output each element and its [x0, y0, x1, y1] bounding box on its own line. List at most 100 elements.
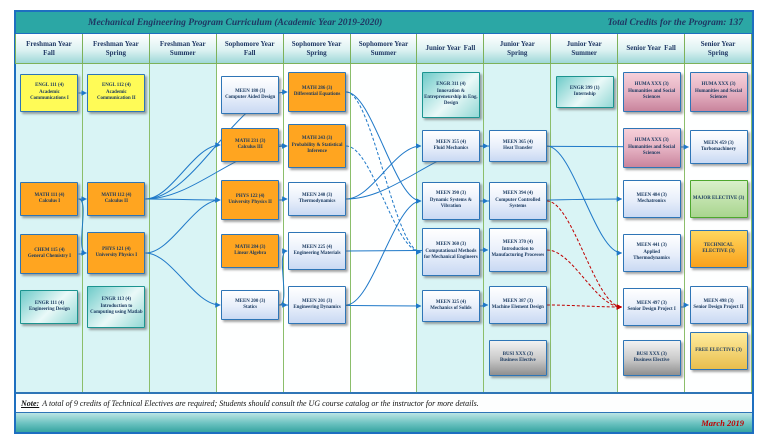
course-box-meen360: MEEN 360 (3)Computational Methods for Me…	[421, 228, 480, 276]
course-box-engl112: ENGL 112 (4)Academic Communication II	[87, 74, 146, 112]
column-term-label: Fall	[43, 48, 55, 57]
column-term-label: Fall	[664, 44, 676, 53]
course-box-techelec: TECHNICAL ELECTIVE (3)	[689, 230, 748, 268]
course-box-meen325: MEEN 325 (4)Mechanics of Solids	[421, 290, 480, 322]
course-box-meen484: MEEN 484 (3)Mechatronics	[622, 180, 681, 218]
course-title: Academic Communication II	[96, 89, 136, 102]
course-code: MEEN 200 (3)	[235, 298, 266, 304]
course-title: Academic Communications I	[30, 89, 69, 102]
course-code: MEEN 355 (4)	[435, 139, 466, 145]
prereq-arrow-math286-to-meen390	[346, 91, 422, 204]
course-code: PHYS 122 (4)	[235, 193, 265, 199]
course-box-meen240: MEEN 240 (3)Thermodynamics	[288, 182, 347, 216]
course-box-engl111: ENGL 111 (4)Academic Communications I	[20, 74, 79, 112]
course-title: TECHNICAL ELECTIVE (3)	[702, 242, 735, 254]
course-box-huma3: HUMA XXX (3)Humanities and Social Scienc…	[689, 72, 748, 112]
course-code: PHYS 121 (4)	[102, 246, 131, 252]
title-bar: Mechanical Engineering Program Curriculu…	[16, 12, 752, 34]
course-title: Heat Transfer	[503, 146, 533, 151]
course-code: MEEN 484 (3)	[636, 192, 667, 198]
column-year-label: Senior Year	[626, 44, 662, 53]
course-box-busi1: BUSI XXX (3)Business Elective	[488, 340, 547, 376]
course-code: MEEN 498 (3)	[703, 298, 734, 304]
course-title: FREE ELECTIVE (3)	[695, 347, 742, 353]
course-code: MEEN 394 (4)	[502, 191, 533, 197]
course-title: Introduction to Manufacturing Processes	[491, 246, 545, 259]
course-code: ENGL 112 (4)	[101, 83, 131, 89]
term-column-4	[283, 64, 351, 392]
column-term-label: Summer	[370, 48, 397, 57]
column-term-label: Spring	[105, 48, 126, 57]
term-column-3	[216, 64, 284, 392]
course-title: Business Elective	[633, 358, 670, 363]
course-title: Business Elective	[499, 358, 536, 363]
column-term-label: Summer	[169, 48, 196, 57]
prereq-arrow-math111-to-phys121	[78, 198, 87, 256]
course-title: Turbomachinery	[700, 147, 737, 152]
course-box-busi2: BUSI XXX (3)Business Elective	[622, 340, 681, 376]
course-box-meen497: MEEN 497 (3)Senior Design Project I	[622, 288, 681, 326]
column-year-label: Sophomore Year	[224, 39, 275, 48]
course-title: Statics	[243, 305, 258, 310]
course-code: MATH 243 (3)	[301, 136, 333, 142]
course-box-meen498: MEEN 498 (3)Senior Design Project II	[689, 286, 748, 324]
course-title: Senior Design Project II	[693, 305, 744, 310]
prereq-arrow-math112-to-math231	[145, 142, 221, 200]
course-code: MEEN 201 (3)	[302, 298, 333, 304]
course-title: Thermodynamics	[298, 199, 336, 204]
course-box-math243: MATH 243 (3)Probability & Statistical In…	[288, 124, 347, 168]
course-box-chem115: CHEM 115 (4)General Chemistry I	[20, 234, 79, 274]
curriculum-table: Mechanical Engineering Program Curriculu…	[14, 10, 754, 434]
prereq-arrow-meen387-to-meen497	[546, 304, 623, 310]
column-year-label: Freshman Year	[93, 39, 139, 48]
course-title: Humanities and Social Sciences	[695, 88, 743, 101]
course-code: HUMA XXX (3)	[634, 138, 669, 144]
column-year-label: Junior Year	[566, 39, 602, 48]
course-code: HUMA XXX (3)	[634, 82, 669, 88]
course-box-freeelec: FREE ELECTIVE (3)	[689, 332, 748, 370]
column-term-label: Spring	[707, 48, 729, 57]
course-box-meen365: MEEN 365 (4)Heat Transfer	[488, 130, 547, 162]
course-box-meen459: MEEN 459 (3)Turbomachinery	[689, 130, 748, 164]
course-code: MEEN 497 (3)	[636, 300, 667, 306]
term-column-8	[551, 64, 619, 392]
course-title: Differential Equations	[293, 92, 341, 97]
course-title: Calculus I	[38, 199, 61, 204]
course-box-engr399: ENGR 399 (1)Internship	[555, 76, 614, 108]
course-code: BUSI XXX (3)	[502, 351, 533, 357]
prereq-arrow-math231-to-math243	[279, 143, 288, 149]
course-box-meen355: MEEN 355 (4)Fluid Mechanics	[421, 130, 480, 162]
total-credits-label: Total Credits for the Program: 137	[607, 17, 743, 28]
course-title: Dynamic Systems & Vibration	[429, 197, 472, 210]
column-term-label: Fall	[463, 44, 476, 53]
course-box-engr113: ENGR 113 (4)Introduction to Computing us…	[87, 286, 146, 328]
course-box-math231: MATH 231 (3)Calculus III	[221, 128, 280, 162]
column-term-label: Spring	[507, 48, 528, 57]
course-title: Probability & Statistical Inference	[291, 142, 343, 155]
course-title: Computer Controlled Systems	[495, 197, 541, 210]
course-title: Senior Design Project I	[627, 307, 676, 312]
column-year-label: Freshman Year	[159, 39, 206, 48]
prereq-arrow-phys121-to-phys122	[145, 197, 221, 254]
course-title: General Chemistry I	[27, 254, 72, 259]
revision-date: March 2019	[701, 417, 744, 428]
course-title: Engineering Dynamics	[293, 305, 341, 310]
course-box-engr111: ENGR 111 (4)Engineering Design	[20, 290, 79, 324]
column-year-label: Senior Year	[700, 39, 736, 48]
column-year-label: Junior Year	[425, 44, 461, 53]
course-code: MEEN 325 (4)	[435, 299, 466, 305]
course-box-meen387: MEEN 387 (3)Machine Element Design	[488, 286, 547, 324]
course-box-engr311: ENGR 311 (4)Innovation & Entrepreneurshi…	[421, 72, 480, 118]
term-column-0	[16, 64, 83, 392]
course-box-meen370: MEEN 370 (4)Introduction to Manufacturin…	[488, 228, 547, 272]
prereq-arrow-meen201-to-meen390	[346, 198, 422, 306]
prereq-arrow-phys122-to-meen240	[279, 196, 288, 202]
prereq-arrow-math286-to-meen360	[345, 91, 422, 255]
note-row: Note: A total of 9 credits of Technical …	[16, 392, 752, 412]
